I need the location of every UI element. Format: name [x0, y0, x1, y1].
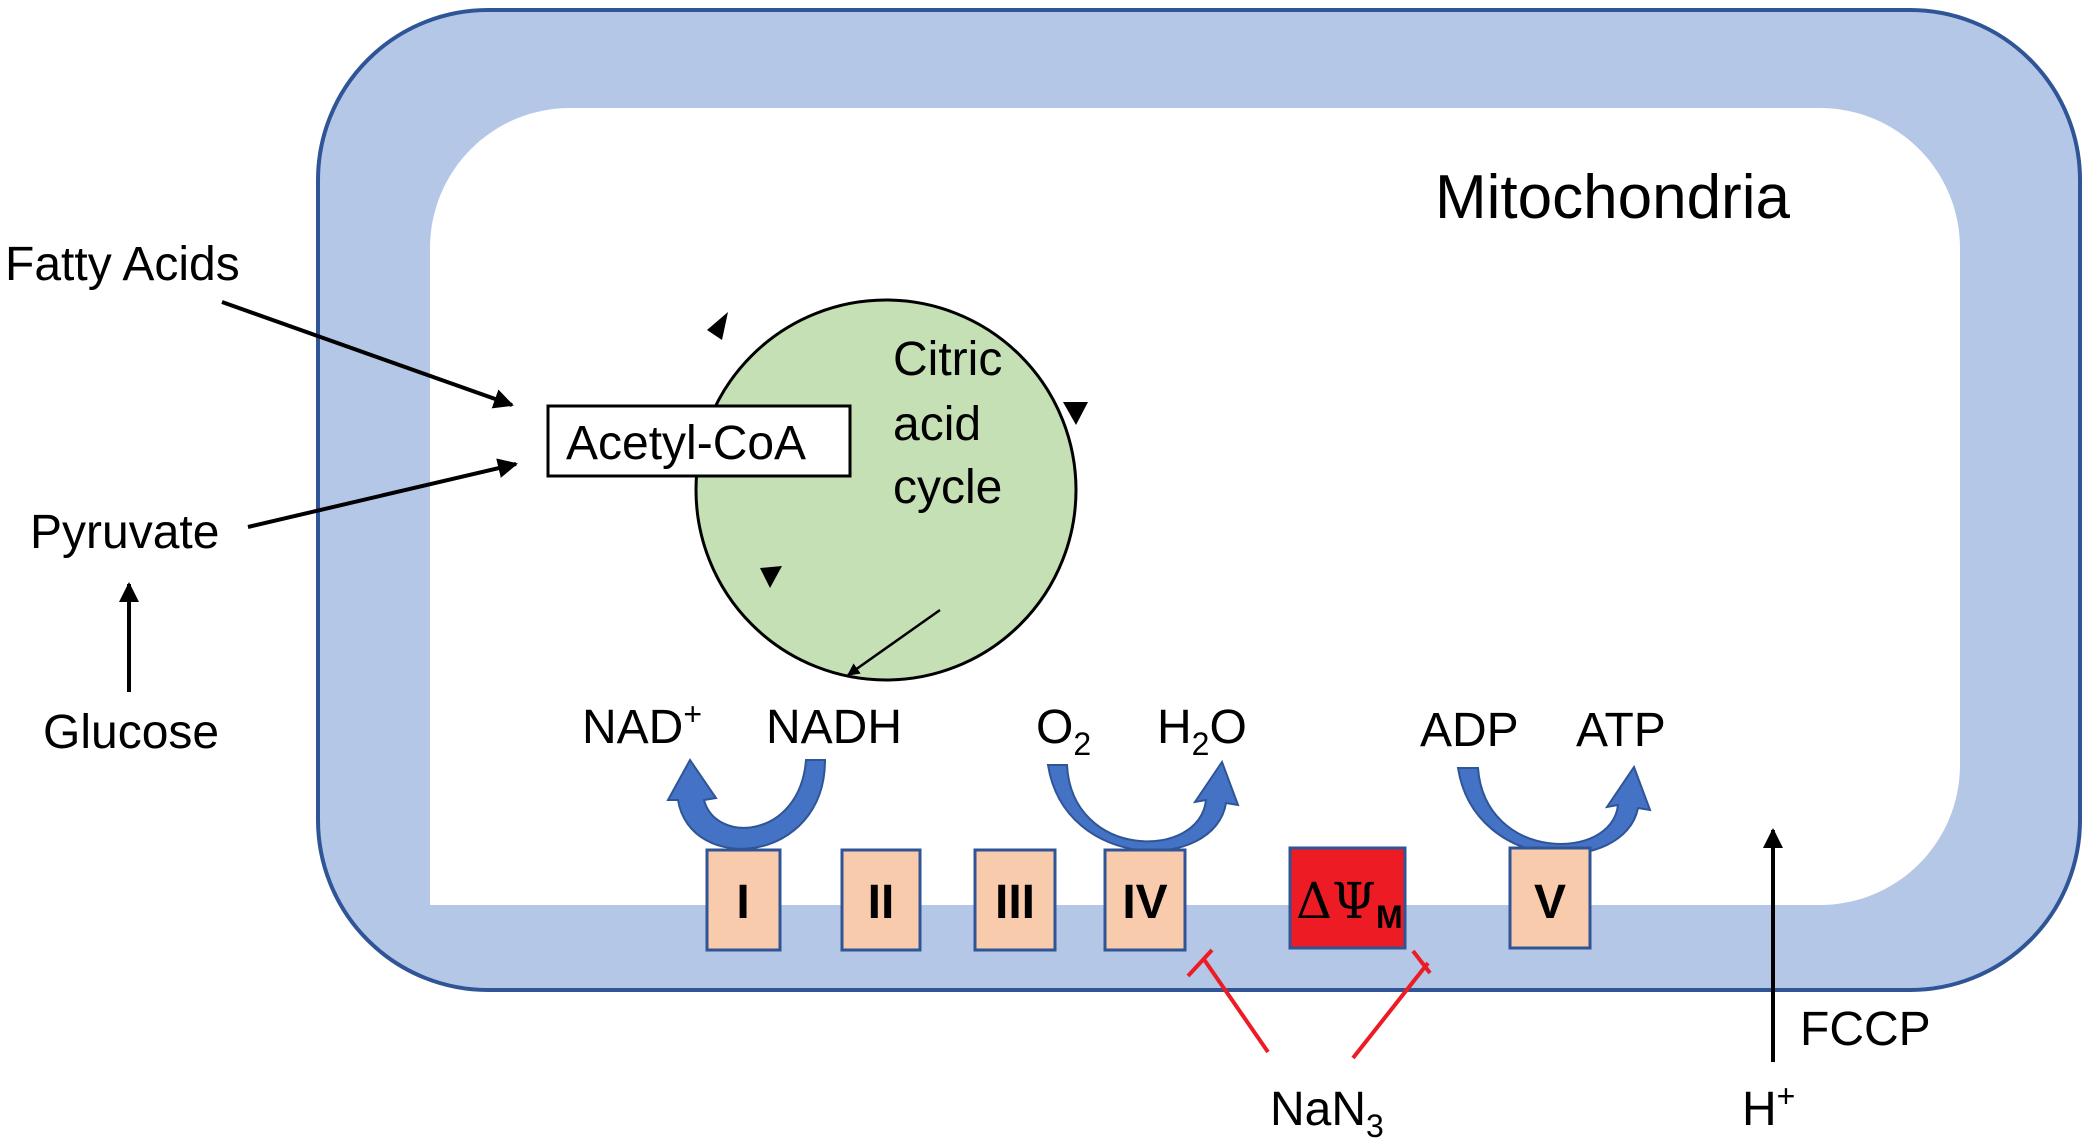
acetyl-coa-box	[546, 404, 852, 478]
acetyl-coa-label: Acetyl-CoA	[566, 417, 806, 470]
atp-label: ATP	[1576, 704, 1666, 757]
proton-label: H+	[1742, 1078, 1795, 1136]
nan3-v-tbar	[1411, 949, 1432, 975]
pyruvate-arrow	[247, 458, 518, 529]
fccp-label: FCCP	[1800, 1003, 1931, 1056]
cycle-arrowhead-right	[1063, 402, 1088, 425]
complex-iv-curved-arrow	[1046, 759, 1240, 852]
complex-v-curved-arrow	[1456, 764, 1652, 856]
glucose-label: Glucose	[43, 706, 219, 759]
cycle-arrowhead-top	[707, 312, 728, 340]
h2o-label: H2O	[1157, 701, 1247, 762]
complex-iii: III	[973, 848, 1057, 952]
adp-label: ADP	[1420, 704, 1519, 757]
complex-i-label: I	[736, 876, 749, 929]
membrane-potential-label: ΔΨM	[1296, 872, 1403, 935]
mitochondrial-matrix	[430, 108, 1960, 905]
pyruvate-label: Pyruvate	[30, 506, 219, 559]
complex-ii-label: II	[868, 876, 895, 929]
complex-i-curved-arrow	[666, 758, 827, 850]
cycle-label-line1: Citric	[893, 333, 1002, 386]
complex-v-label: V	[1534, 876, 1566, 929]
o2-label: O2	[1036, 701, 1091, 762]
cycle-arrowhead-bottom	[760, 566, 782, 588]
cycle-label-line3: cycle	[893, 461, 1002, 514]
fatty-acids-arrow	[221, 300, 514, 409]
cycle-label-line2: acid	[893, 398, 981, 451]
complex-iii-label: III	[995, 876, 1035, 929]
citric-acid-cycle-circle	[694, 298, 1078, 682]
nan3-label: NaN3	[1270, 1083, 1384, 1144]
mitochondria-title: Mitochondria	[1435, 163, 1790, 232]
membrane-potential-box: ΔΨM	[1288, 846, 1407, 950]
complex-iv: IV	[1103, 848, 1187, 952]
nadh-label: NADH	[766, 701, 902, 754]
nan3-iv-tbar	[1186, 948, 1214, 978]
complex-ii: II	[840, 848, 922, 952]
nan3-inhibits-complex-v	[1351, 961, 1430, 1060]
cycle-to-nadh-arrow	[846, 608, 941, 677]
complex-i: I	[705, 848, 782, 952]
nan3-inhibits-complex-iv	[1201, 956, 1270, 1054]
fatty-acids-label: Fatty Acids	[5, 238, 240, 291]
complex-iv-label: IV	[1122, 876, 1167, 929]
nad-plus-label: NAD+	[582, 696, 702, 754]
complex-v: V	[1508, 846, 1592, 950]
